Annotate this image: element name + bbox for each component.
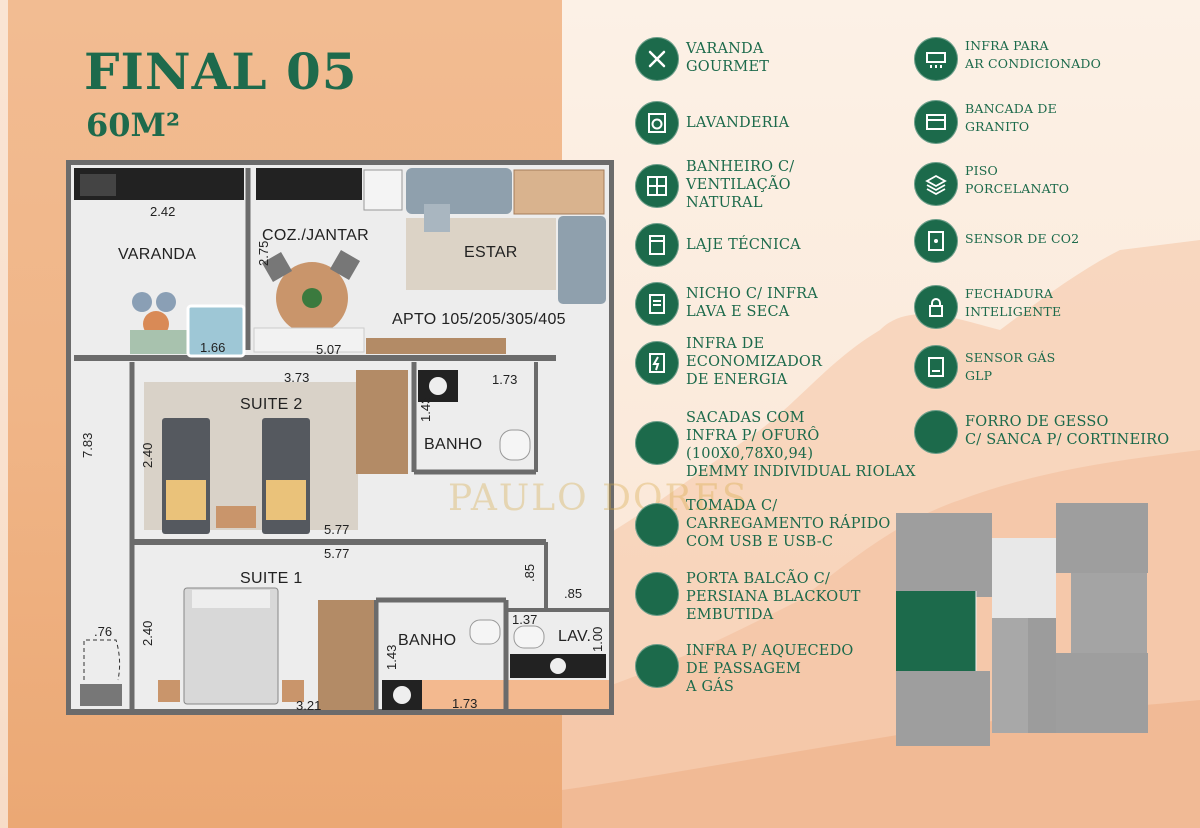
- dim-7-83: 7.83: [80, 432, 95, 458]
- dim-5-07: 5.07: [316, 342, 342, 357]
- stool-1: [132, 292, 152, 312]
- dim-1-00: 1.00: [590, 626, 605, 652]
- highlighted-unit: [896, 591, 976, 671]
- room-label-varanda: VARANDA: [118, 246, 197, 263]
- sofa: [406, 168, 512, 214]
- plan-area: 60M²: [86, 106, 180, 144]
- floor-plan-drawing: [65, 159, 615, 715]
- dim-1-43-bottom: 1.43: [384, 644, 399, 670]
- suite1-bed: [183, 587, 279, 705]
- wardrobe-suite1: [318, 600, 374, 710]
- key-plan: [896, 503, 1148, 746]
- slab-icon: [635, 223, 679, 267]
- room-label-suite-1: SUITE 1: [240, 570, 303, 587]
- gas-sensor-icon: [914, 345, 958, 389]
- porcelain-floor-icon: [914, 162, 958, 206]
- washing-machine-icon: [635, 101, 679, 145]
- blackout-door-icon: [635, 572, 679, 616]
- hot-tub-icon: [635, 421, 679, 465]
- dim-1-37: 1.37: [512, 612, 538, 627]
- unit-label: APTO 105/205/305/405: [392, 311, 566, 328]
- co2-sensor-icon: [914, 219, 958, 263]
- dim-1-43-top: 1.43: [418, 396, 433, 422]
- dim-2-40-bottom: 2.40: [140, 620, 155, 646]
- dim-2-42: 2.42: [150, 204, 176, 219]
- window-icon: [635, 164, 679, 208]
- dim-3-21: 3.21: [296, 698, 322, 713]
- dim-0-85-b: .85: [564, 586, 583, 601]
- room-label-suite-2: SUITE 2: [240, 396, 303, 413]
- usb-outlet-icon: [635, 503, 679, 547]
- dim-1-73-top: 1.73: [492, 372, 518, 387]
- watermark: PAULO DORES: [448, 478, 749, 519]
- dim-5-77-b: 5.77: [324, 546, 350, 561]
- floor-plan: VARANDA COZ./JANTAR ESTAR APTO 105/205/3…: [65, 159, 615, 716]
- stool-2: [156, 292, 176, 312]
- room-label-banho-2: BANHO: [424, 436, 483, 453]
- feature-sensor-co2: SENSOR DE CO2: [914, 219, 1164, 263]
- ofuro-tub: [186, 304, 246, 358]
- gypsum-ceiling-icon: [914, 410, 958, 454]
- dim-3-73: 3.73: [284, 370, 310, 385]
- room-label-lavabo: LAV.: [558, 628, 592, 645]
- armchair: [558, 216, 606, 304]
- tv-cabinet: [513, 169, 605, 215]
- plan-title: FINAL 05: [84, 42, 358, 101]
- dim-0-76: .76: [94, 624, 113, 639]
- dim-1-73-bottom: 1.73: [452, 696, 478, 711]
- dim-5-77-a: 5.77: [324, 522, 350, 537]
- energy-saver-icon: [635, 341, 679, 385]
- gas-heater-icon: [635, 644, 679, 688]
- dim-0-85-a: .85: [522, 563, 537, 582]
- room-label-estar: ESTAR: [464, 244, 518, 261]
- feature-lavanderia: LAVANDERIA: [635, 101, 835, 145]
- laundry-niche-icon: [635, 282, 679, 326]
- smart-lock-icon: [914, 285, 958, 329]
- air-conditioner-icon: [914, 37, 958, 81]
- dim-2-40-top: 2.40: [140, 442, 155, 468]
- room-label-coz-jantar: COZ./JANTAR: [262, 227, 370, 244]
- dim-2-75: 2.75: [256, 240, 271, 266]
- feature-laje-tecnica: LAJE TÉCNICA: [635, 223, 835, 267]
- cooking-utensils-icon: [635, 37, 679, 81]
- wardrobe-suite2: [356, 370, 408, 474]
- kitchen-counter: [256, 168, 362, 200]
- dim-1-66: 1.66: [200, 340, 226, 355]
- granite-counter-icon: [914, 100, 958, 144]
- room-label-banho-1: BANHO: [398, 632, 457, 649]
